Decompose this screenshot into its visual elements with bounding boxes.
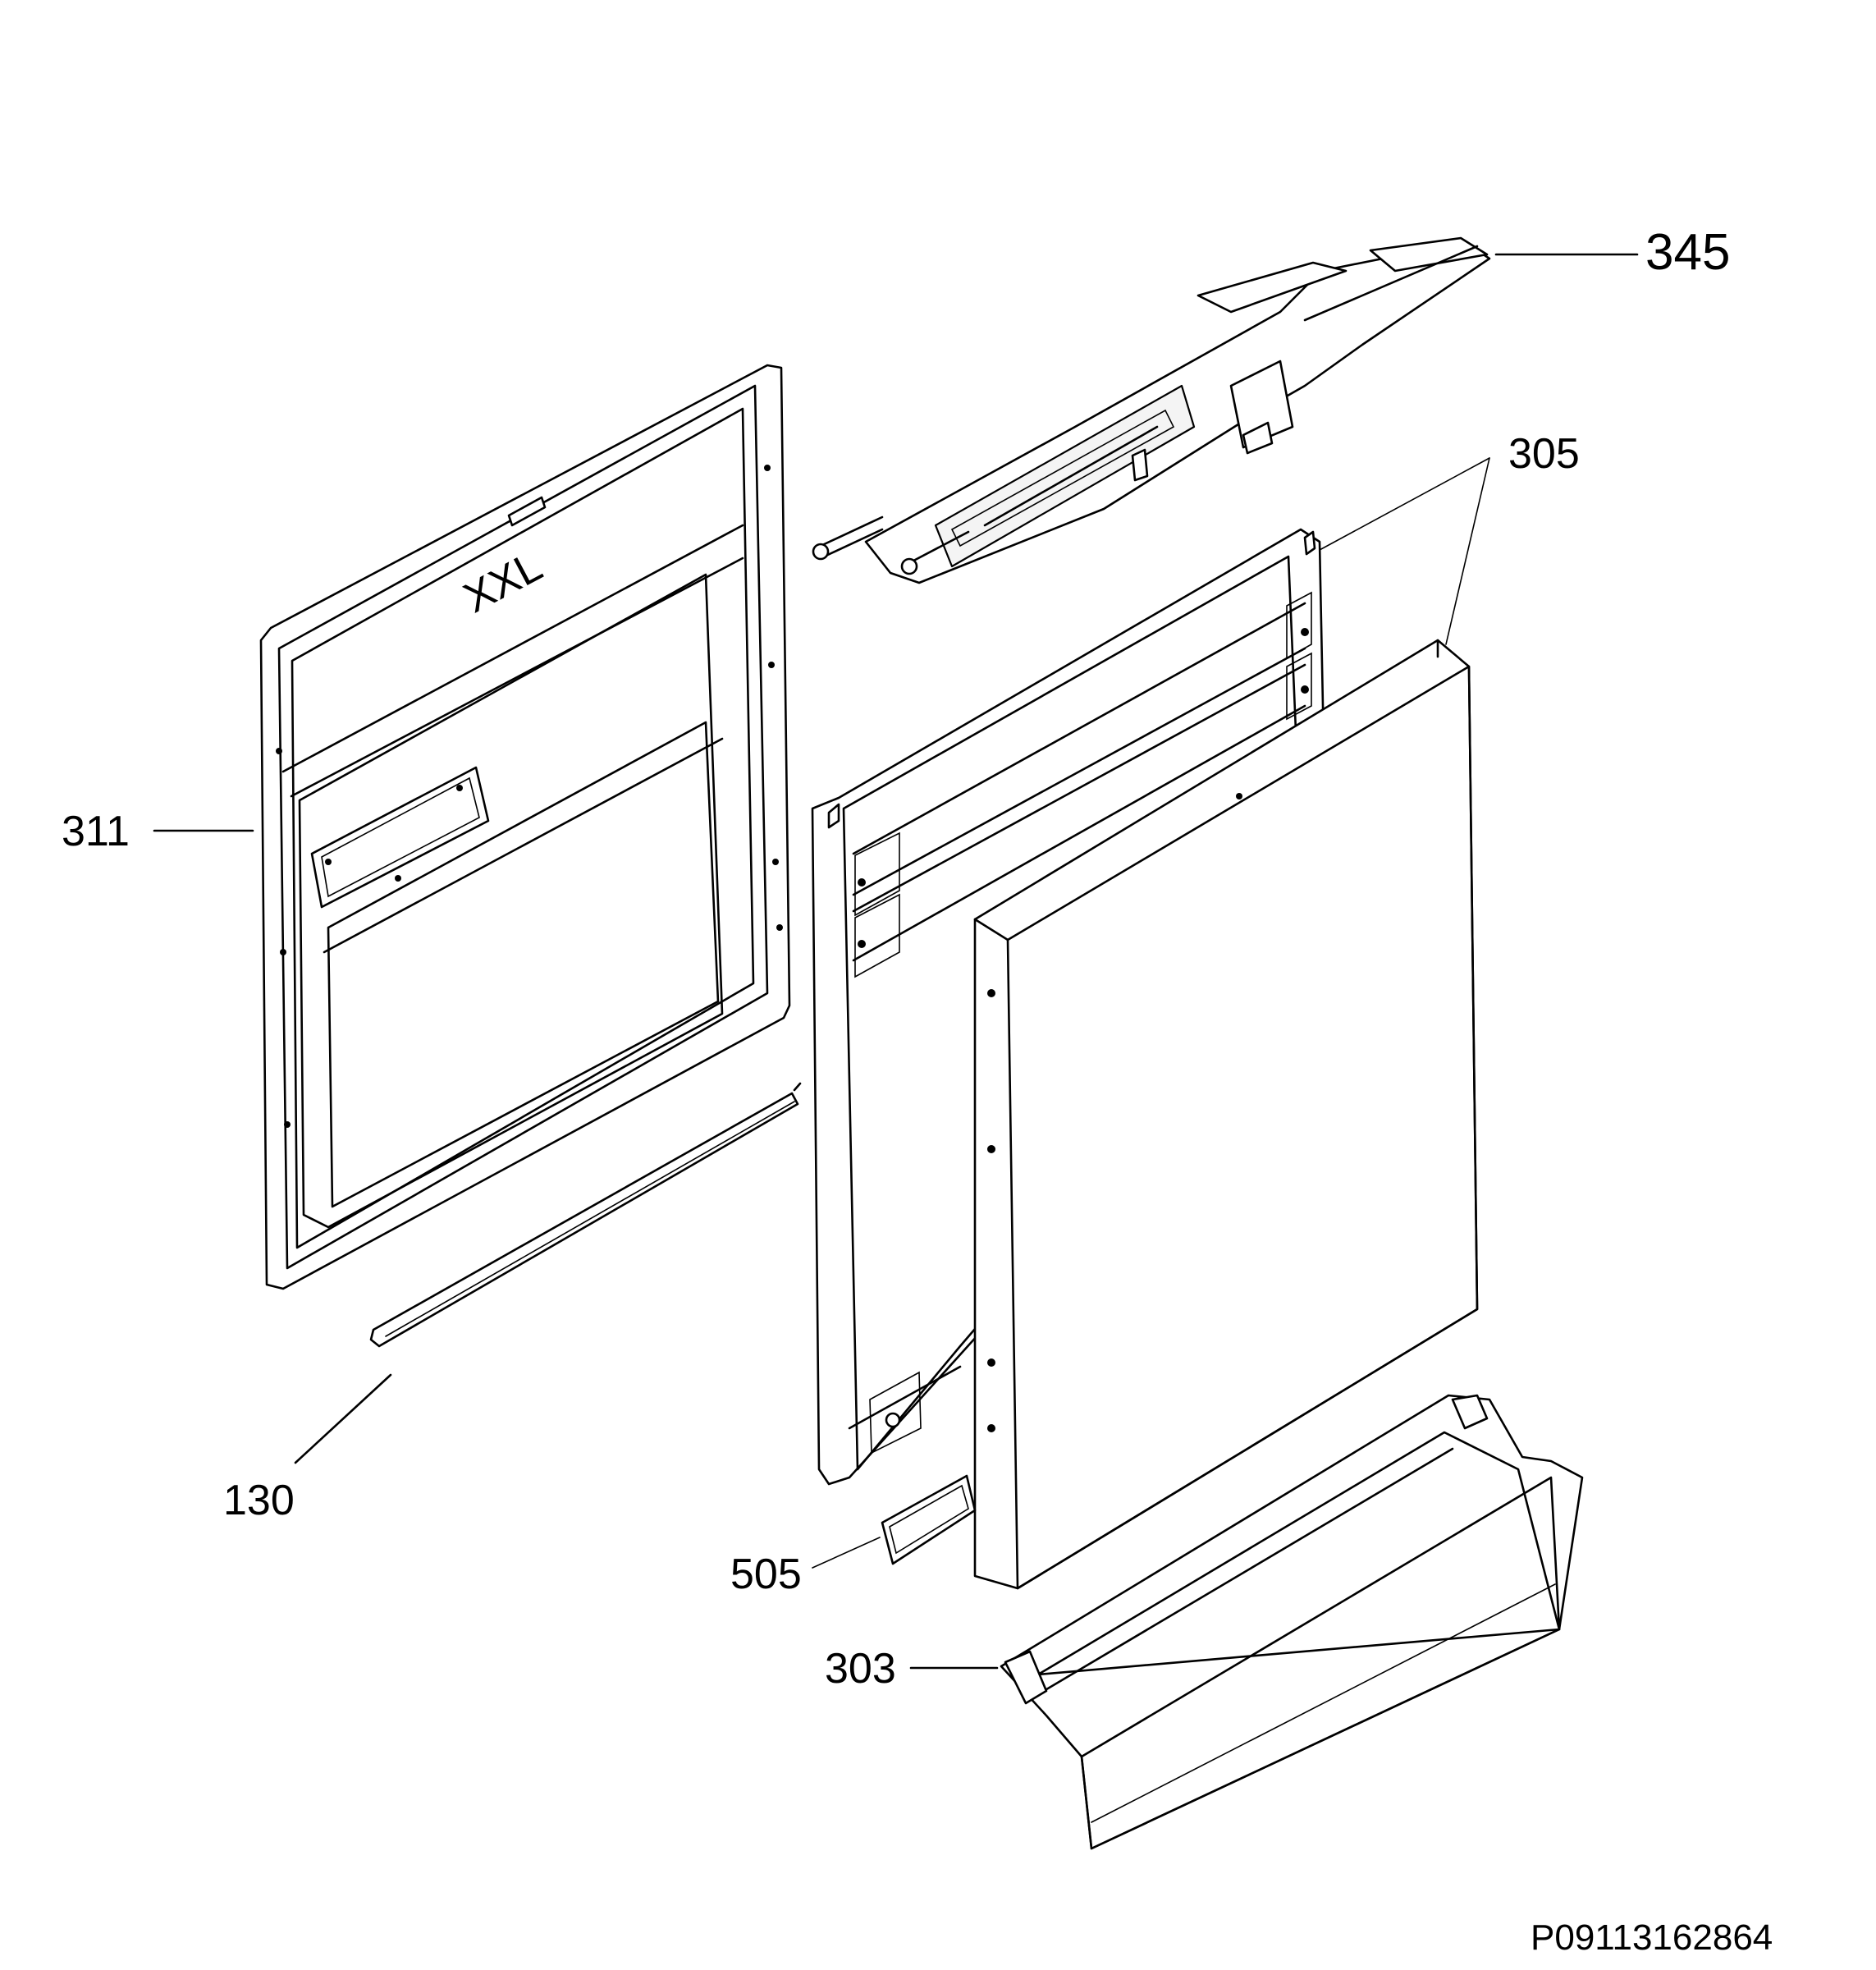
callout-311: 311 [62, 808, 130, 855]
part-130-seal-strip[interactable] [369, 1082, 802, 1348]
callout-130: 130 [223, 1477, 295, 1524]
part-303-handle[interactable] [1000, 1394, 1584, 1850]
callout-305: 305 [1508, 430, 1580, 478]
callout-345: 345 [1645, 224, 1730, 281]
callout-505: 505 [730, 1551, 802, 1598]
part-505-strip[interactable] [881, 1474, 977, 1565]
callout-303: 303 [825, 1645, 896, 1693]
part-311-inner-door[interactable] [259, 364, 791, 1290]
drawing-code: P09113162864 [1531, 1917, 1773, 1958]
leader-lines [153, 253, 1639, 1670]
part-345-control-module[interactable] [812, 236, 1491, 584]
part-305-door-front[interactable] [973, 639, 1479, 1590]
